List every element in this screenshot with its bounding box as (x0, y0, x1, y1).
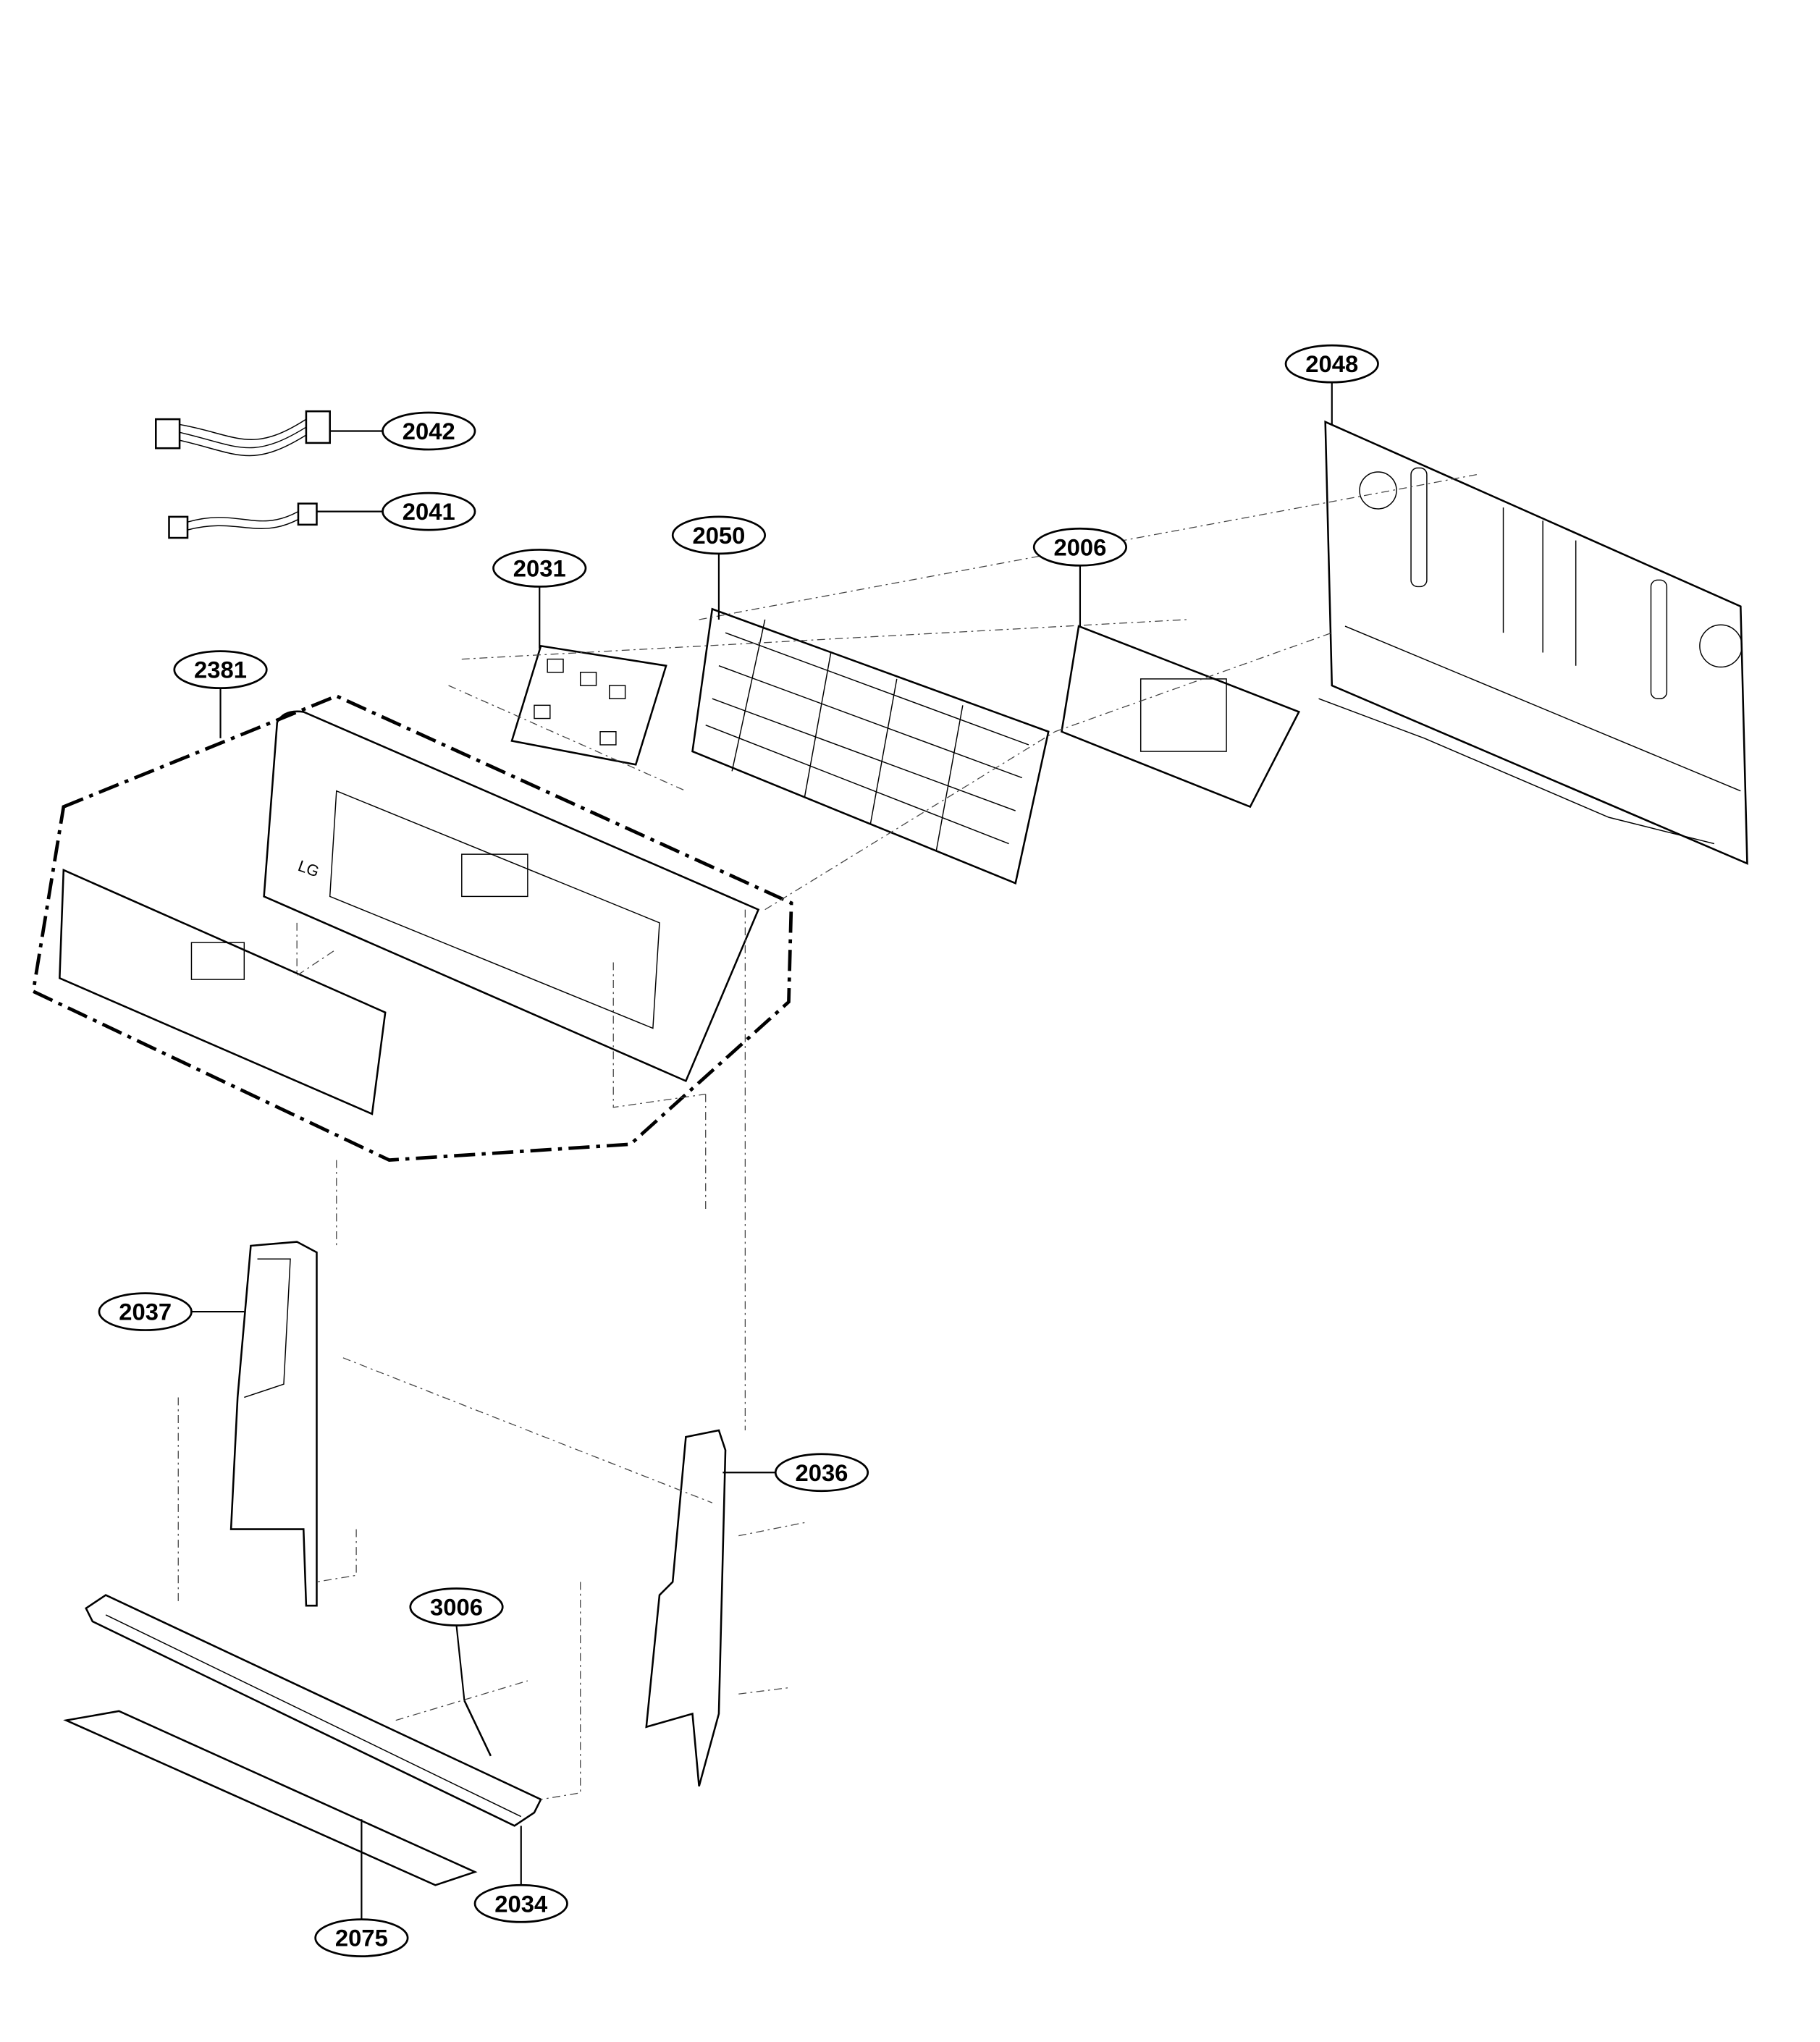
back-panel-2048 (1318, 420, 1748, 865)
svg-text:2075: 2075 (335, 1925, 388, 1952)
callout-2075: 2075 (314, 1918, 409, 1957)
svg-text:2031: 2031 (513, 554, 566, 581)
callout-2042: 2042 (382, 411, 476, 451)
callout-2034: 2034 (473, 1883, 568, 1923)
callout-2031: 2031 (492, 549, 587, 588)
svg-text:2034: 2034 (494, 1890, 548, 1917)
callout-2041: 2041 (382, 491, 476, 531)
svg-text:2050: 2050 (692, 522, 745, 549)
svg-text:2048: 2048 (1305, 350, 1358, 377)
trim-bar-2034 (85, 1594, 542, 1827)
assembly-lines (177, 473, 1478, 1800)
control-panel-2381: LG (263, 710, 760, 1083)
control-board-2006 (1061, 625, 1301, 809)
svg-text:2006: 2006 (1053, 533, 1106, 560)
wire-harness-2042 (155, 410, 331, 457)
side-bracket-2036 (645, 1429, 727, 1787)
svg-text:2042: 2042 (403, 418, 455, 444)
lg-logo: LG (295, 856, 321, 880)
group-outline-2381 (31, 694, 793, 1163)
spring-3006 (463, 1700, 492, 1757)
callout-3006: 3006 (409, 1587, 504, 1627)
svg-text:2041: 2041 (403, 498, 455, 525)
overlay-film (59, 869, 387, 1115)
svg-text:2037: 2037 (119, 1299, 172, 1325)
callout-2006: 2006 (1032, 527, 1128, 567)
bracket-frame-2050 (691, 607, 1050, 885)
side-bracket-2037 (229, 1241, 318, 1607)
callout-2037: 2037 (98, 1292, 193, 1331)
svg-text:3006: 3006 (430, 1594, 483, 1621)
svg-text:2381: 2381 (194, 657, 247, 683)
wire-harness-2041 (168, 502, 318, 539)
callout-2036: 2036 (774, 1453, 869, 1493)
trim-film-2075 (63, 1710, 478, 1886)
callout-2381: 2381 (173, 650, 268, 690)
callout-2050: 2050 (671, 515, 767, 555)
pcb-2031 (510, 644, 667, 766)
svg-text:2036: 2036 (796, 1459, 848, 1486)
callout-2048: 2048 (1284, 344, 1379, 384)
